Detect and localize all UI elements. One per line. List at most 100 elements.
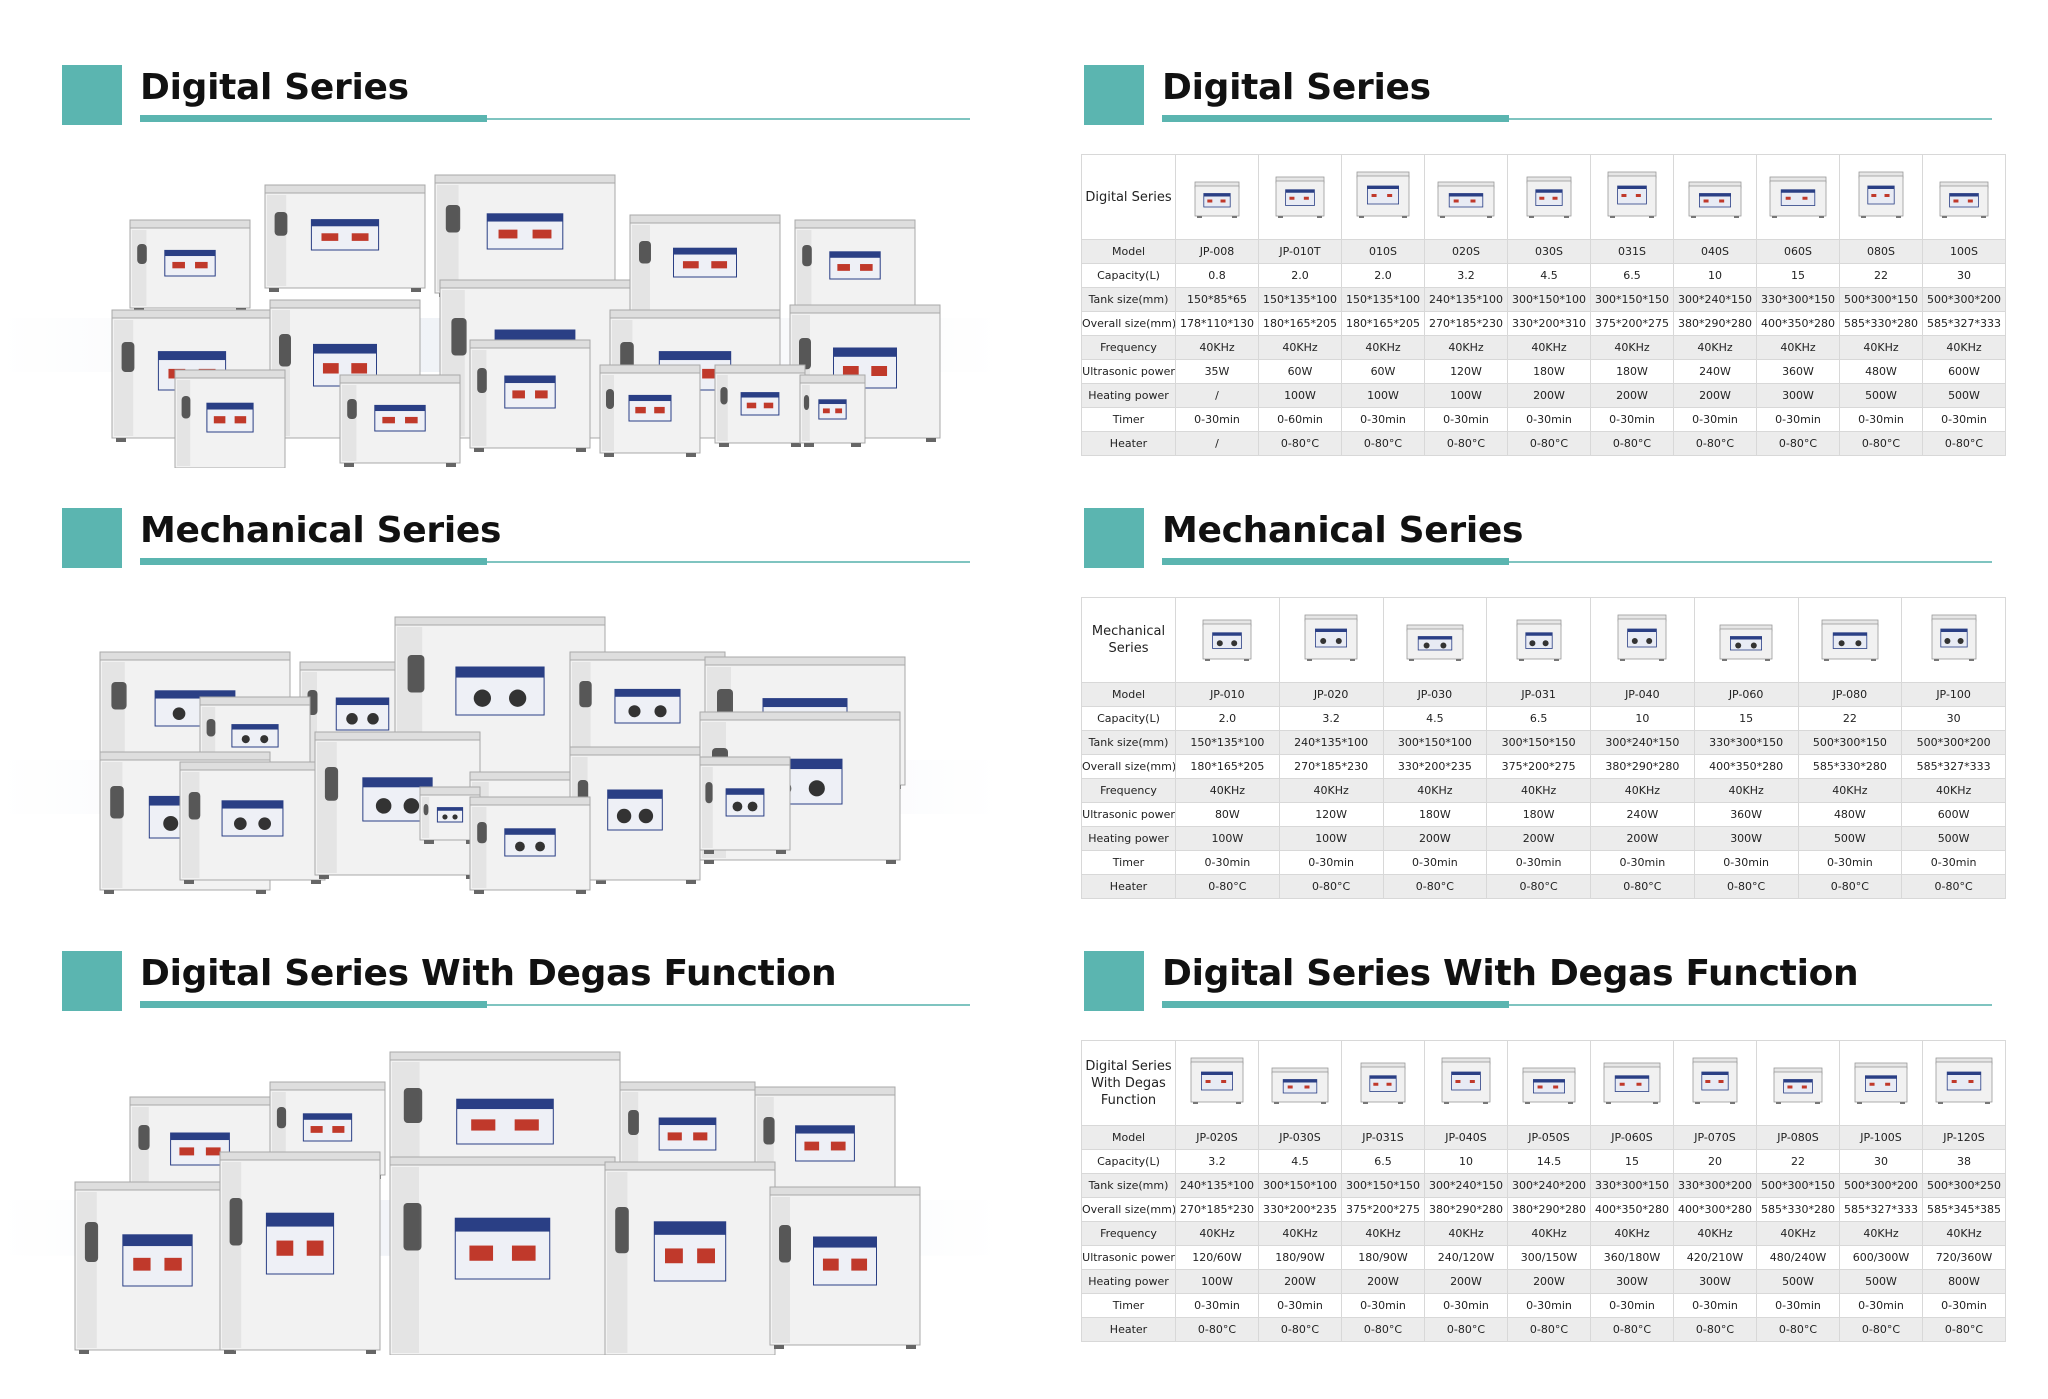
- spec-value: 600/300W: [1839, 1245, 1923, 1270]
- spec-value: 500*300*150: [1839, 287, 1923, 312]
- spec-value: 6.5: [1590, 263, 1674, 288]
- spec-value: 38: [1922, 1149, 2006, 1174]
- spec-value: 585*345*385: [1922, 1197, 2006, 1222]
- spec-value: 22: [1756, 1149, 1840, 1174]
- spec-value: 200W: [1486, 826, 1591, 851]
- title-underline-accent: [1162, 1001, 1509, 1008]
- spec-value: 40KHz: [1507, 1221, 1591, 1246]
- spec-value: 0-30min: [1590, 1293, 1674, 1318]
- spec-value: 40KHz: [1424, 1221, 1508, 1246]
- spec-label: Tank size(mm): [1081, 1173, 1176, 1198]
- series-label-cell: Digital Series With Degas Function: [1081, 1040, 1176, 1126]
- spec-value: JP-020: [1278, 682, 1384, 707]
- spec-value: 40KHz: [1797, 778, 1903, 803]
- spec-value: 0-30min: [1673, 1293, 1757, 1318]
- spec-value: 240W: [1590, 802, 1695, 827]
- title-underline: [1162, 561, 1992, 563]
- spec-value: 180W: [1382, 802, 1488, 827]
- spec-value: 100W: [1424, 383, 1508, 408]
- cleaner-thumbnail-icon: [1607, 171, 1657, 218]
- section-header-digital-left: Digital Series: [62, 65, 982, 135]
- title-underline-accent: [140, 115, 487, 122]
- spec-value: 40KHz: [1382, 778, 1488, 803]
- spec-value: 585*327*333: [1839, 1197, 1923, 1222]
- spec-label: Overall size(mm): [1081, 311, 1176, 336]
- spec-value: 060S: [1756, 239, 1840, 264]
- spec-value: 150*85*65: [1175, 287, 1259, 312]
- spec-value: 300W: [1756, 383, 1840, 408]
- product-thumbnail-cell: [1507, 1040, 1591, 1126]
- spec-value: 40KHz: [1693, 778, 1799, 803]
- accent-square: [1084, 508, 1144, 568]
- spec-value: 0-30min: [1839, 1293, 1923, 1318]
- spec-value: 40KHz: [1590, 335, 1674, 360]
- spec-value: 500*300*200: [1901, 730, 2006, 755]
- spec-value: 0-30min: [1673, 407, 1757, 432]
- spec-value: 40KHz: [1901, 778, 2006, 803]
- spec-value: 0-30min: [1486, 850, 1591, 875]
- product-image-row: Digital Series With Degas Function: [1081, 1040, 2006, 1126]
- spec-value: 0-60min: [1258, 407, 1342, 432]
- accent-square: [62, 508, 122, 568]
- spec-value: 0-80°C: [1258, 431, 1342, 456]
- spec-value: 330*200*310: [1507, 311, 1591, 336]
- spec-value: JP-031S: [1341, 1125, 1425, 1150]
- spec-value: 100W: [1175, 826, 1280, 851]
- spec-value: 200W: [1673, 383, 1757, 408]
- spec-value: 40KHz: [1922, 335, 2006, 360]
- spec-value: 500W: [1922, 383, 2006, 408]
- spec-label: Model: [1081, 1125, 1176, 1150]
- spec-value: 120W: [1424, 359, 1508, 384]
- spec-value: 585*330*280: [1839, 311, 1923, 336]
- spec-value: 585*330*280: [1797, 754, 1903, 779]
- product-thumbnail-cell: [1341, 154, 1425, 240]
- spec-value: 20: [1673, 1149, 1757, 1174]
- spec-value: JP-100S: [1839, 1125, 1923, 1150]
- spec-value: 300/150W: [1507, 1245, 1591, 1270]
- spec-value: 40KHz: [1673, 335, 1757, 360]
- spec-value: 40KHz: [1590, 1221, 1674, 1246]
- spec-value: 360/180W: [1590, 1245, 1674, 1270]
- spec-value: 500*300*200: [1922, 287, 2006, 312]
- spec-value: 080S: [1839, 239, 1923, 264]
- spec-label: Ultrasonic power: [1081, 802, 1176, 827]
- spec-value: 180*165*205: [1258, 311, 1342, 336]
- spec-value: 0-30min: [1507, 1293, 1591, 1318]
- spec-label: Heating power: [1081, 383, 1176, 408]
- spec-value: 0-30min: [1424, 407, 1508, 432]
- spec-label: Tank size(mm): [1081, 730, 1176, 755]
- spec-value: 380*290*280: [1424, 1197, 1508, 1222]
- cleaner-thumbnail-icon: [1441, 1057, 1491, 1104]
- spec-value: JP-070S: [1673, 1125, 1757, 1150]
- product-thumbnail-cell: [1901, 597, 2006, 683]
- spec-value: 120/60W: [1175, 1245, 1259, 1270]
- spec-value: 500W: [1901, 826, 2006, 851]
- spec-value: 40KHz: [1922, 1221, 2006, 1246]
- product-thumbnail-cell: [1839, 154, 1923, 240]
- spec-value: 360W: [1693, 802, 1799, 827]
- spec-value: 240W: [1673, 359, 1757, 384]
- spec-value: 300*240*150: [1590, 730, 1695, 755]
- spec-value: 0-80°C: [1486, 874, 1591, 899]
- cleaner-thumbnail-icon: [1526, 176, 1572, 218]
- spec-value: 0-30min: [1922, 407, 2006, 432]
- spec-label: Heater: [1081, 431, 1176, 456]
- spec-value: 6.5: [1486, 706, 1591, 731]
- cleaner-thumbnail-icon: [1360, 1062, 1406, 1104]
- product-thumbnail-cell: [1797, 597, 1903, 683]
- spec-value: JP-050S: [1507, 1125, 1591, 1150]
- spec-value: 15: [1590, 1149, 1674, 1174]
- spec-value: 200W: [1590, 383, 1674, 408]
- spec-value: 22: [1797, 706, 1903, 731]
- spec-value: 330*200*235: [1258, 1197, 1342, 1222]
- spec-label: Heater: [1081, 1317, 1176, 1342]
- spec-value: 400*350*280: [1756, 311, 1840, 336]
